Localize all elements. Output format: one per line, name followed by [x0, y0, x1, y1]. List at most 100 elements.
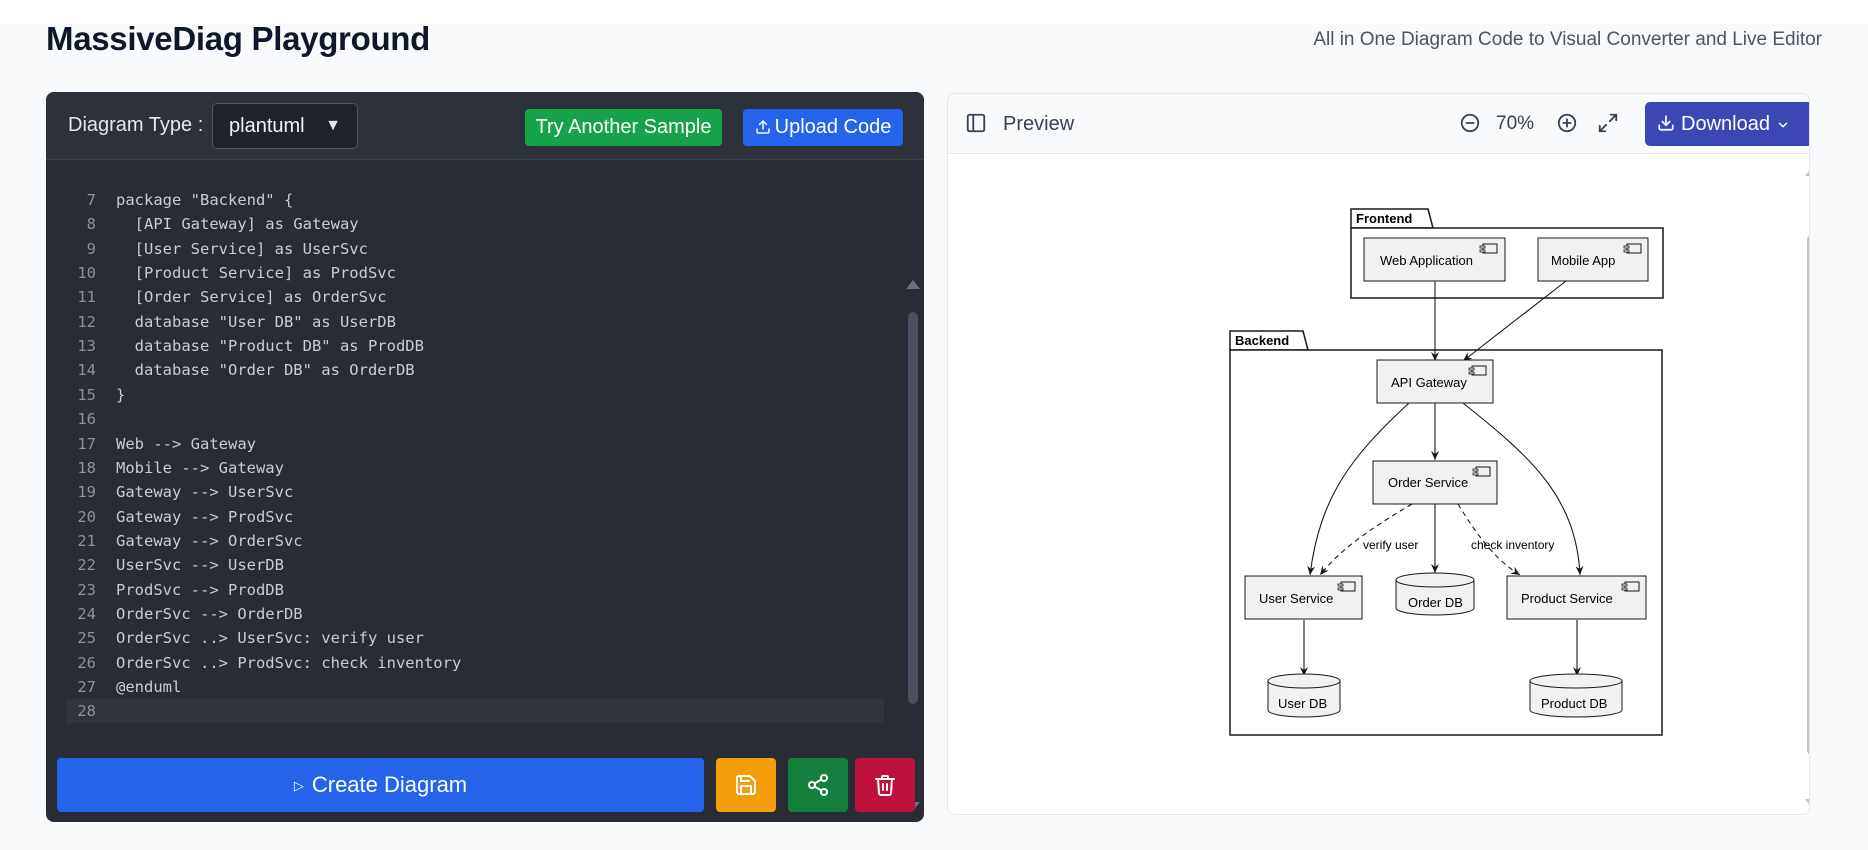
code-line[interactable]: 15}: [66, 383, 884, 407]
top-bar: [0, 0, 1868, 24]
preview-panel: Preview 70% Download Frontend: [947, 93, 1810, 815]
package-label: Frontend: [1356, 211, 1412, 226]
component-product[interactable]: Product Service: [1506, 575, 1647, 620]
zoom-in-icon[interactable]: [1556, 112, 1578, 134]
line-number: 11: [77, 288, 96, 306]
preview-scroll-down[interactable]: [1805, 799, 1809, 808]
expand-icon[interactable]: [1597, 112, 1619, 134]
code-text: Gateway --> UserSvc: [116, 483, 294, 501]
database-orderdb[interactable]: Order DB: [1395, 572, 1475, 616]
editor-panel: Diagram Type : plantuml ▼ Try Another Sa…: [46, 92, 924, 822]
component-gateway[interactable]: API Gateway: [1376, 359, 1494, 404]
editor-scrollbar[interactable]: [908, 312, 918, 704]
download-label: Download: [1681, 113, 1770, 135]
preview-title: Preview: [1003, 113, 1075, 135]
delete-button[interactable]: [855, 758, 915, 812]
preview-scrollbar[interactable]: [1807, 235, 1809, 755]
play-icon: ▷: [293, 778, 304, 793]
editor-scroll-up[interactable]: [906, 280, 920, 289]
node-label: Web Application: [1380, 253, 1473, 268]
node-label: User DB: [1278, 696, 1327, 711]
zoom-out-icon[interactable]: [1459, 112, 1481, 134]
code-line[interactable]: 10 [Product Service] as ProdSvc: [66, 261, 884, 285]
component-user[interactable]: User Service: [1244, 575, 1363, 620]
zoom-level: 70%: [1496, 113, 1535, 134]
code-text: OrderSvc --> OrderDB: [116, 605, 303, 623]
edge-mobile-gateway: [1462, 280, 1567, 362]
download-button[interactable]: Download: [1645, 102, 1809, 146]
trash-icon: [875, 775, 895, 796]
database-productdb[interactable]: Product DB: [1529, 673, 1623, 718]
code-line[interactable]: 16: [66, 407, 884, 431]
diagram-svg: Frontend Backend verify user: [1229, 208, 1664, 736]
code-text: Gateway --> ProdSvc: [116, 508, 294, 526]
code-text: Web --> Gateway: [116, 435, 256, 453]
node-label: Product Service: [1521, 591, 1613, 606]
code-text: ProdSvc --> ProdDB: [116, 581, 284, 599]
code-line[interactable]: 11 [Order Service] as OrderSvc: [66, 285, 884, 309]
code-text: package "Backend" {: [116, 191, 294, 209]
code-line[interactable]: 21 Gateway --> OrderSvc: [66, 529, 884, 553]
line-number: 22: [77, 556, 96, 574]
chevron-down-icon: [1778, 122, 1788, 128]
line-number: 16: [77, 410, 96, 428]
line-number: 26: [77, 654, 96, 672]
line-number: 13: [77, 337, 96, 355]
line-number: 24: [77, 605, 96, 623]
share-icon: [808, 774, 828, 796]
save-button[interactable]: [716, 758, 776, 812]
edges: [1300, 280, 1584, 676]
diagram-canvas[interactable]: Frontend Backend verify user: [948, 155, 1809, 814]
code-line[interactable]: 8 [API Gateway] as Gateway: [66, 212, 884, 236]
line-number: 18: [77, 459, 96, 477]
sidebar-toggle-icon[interactable]: [965, 112, 987, 134]
editor-header: Diagram Type : plantuml ▼ Try Another Sa…: [46, 92, 924, 160]
line-number: 17: [77, 435, 96, 453]
code-text: OrderSvc ..> ProdSvc: check inventory: [116, 654, 462, 672]
code-line[interactable]: 25 OrderSvc ..> UserSvc: verify user: [66, 626, 884, 650]
line-number: 10: [77, 264, 96, 282]
floppy-disk-icon: [736, 775, 756, 795]
component-web[interactable]: Web Application: [1363, 237, 1506, 282]
code-line[interactable]: 24 OrderSvc --> OrderDB: [66, 602, 884, 626]
code-text: database "Order DB" as OrderDB: [116, 361, 415, 379]
code-line[interactable]: 26 OrderSvc ..> ProdSvc: check inventory: [66, 651, 884, 675]
upload-icon: [755, 120, 770, 134]
code-line[interactable]: 28: [66, 699, 884, 723]
edge-gateway-product: [1462, 402, 1584, 576]
code-line[interactable]: 12 database "User DB" as UserDB: [66, 310, 884, 334]
node-label: API Gateway: [1391, 375, 1467, 390]
code-line[interactable]: 17 Web --> Gateway: [66, 432, 884, 456]
preview-scroll-up[interactable]: [1805, 167, 1809, 176]
component-order[interactable]: Order Service: [1372, 460, 1498, 505]
node-label: Order DB: [1408, 595, 1463, 610]
code-line[interactable]: 19 Gateway --> UserSvc: [66, 480, 884, 504]
line-number: 19: [77, 483, 96, 501]
code-text: Gateway --> OrderSvc: [116, 532, 303, 550]
code-text: @enduml: [116, 678, 182, 696]
try-another-sample-button[interactable]: Try Another Sample: [525, 109, 722, 146]
code-line[interactable]: 9 [User Service] as UserSvc: [66, 237, 884, 261]
code-text: OrderSvc ..> UserSvc: verify user: [116, 629, 424, 647]
upload-code-label: Upload Code: [774, 116, 892, 138]
caret-down-icon: ▼: [325, 117, 341, 134]
code-line[interactable]: 13 database "Product DB" as ProdDB: [66, 334, 884, 358]
code-line[interactable]: 27@enduml: [66, 675, 884, 699]
upload-code-button[interactable]: Upload Code: [743, 109, 903, 146]
share-button[interactable]: [788, 758, 848, 812]
page-title: MassiveDiag Playground: [46, 20, 431, 57]
diagram-type-select[interactable]: plantuml ▼: [212, 103, 358, 149]
create-diagram-button[interactable]: ▷Create Diagram: [57, 758, 704, 812]
database-userdb[interactable]: User DB: [1267, 673, 1341, 718]
line-number: 21: [77, 532, 96, 550]
code-line[interactable]: 14 database "Order DB" as OrderDB: [66, 358, 884, 382]
package-label: Backend: [1235, 333, 1289, 348]
line-number: 25: [77, 629, 96, 647]
component-mobile[interactable]: Mobile App: [1537, 237, 1649, 282]
